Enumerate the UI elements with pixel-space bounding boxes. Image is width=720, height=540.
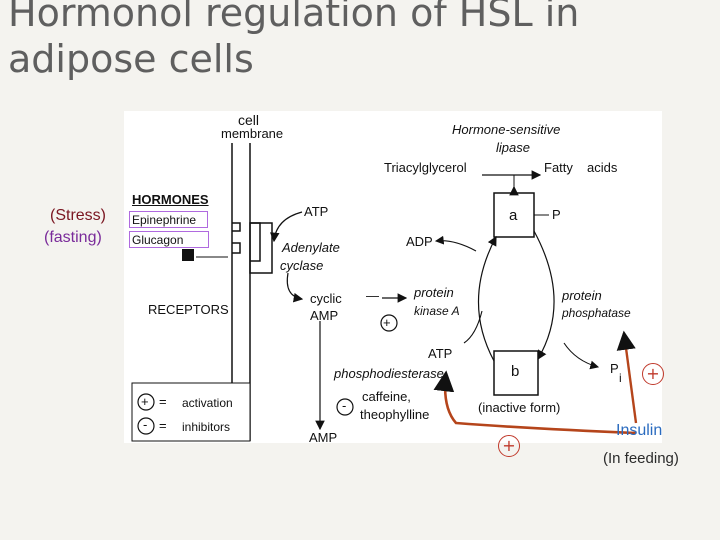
pi-release-arrow <box>563 342 600 370</box>
insulin-label: Insulin <box>616 422 663 439</box>
camp-amp-label: AMP <box>310 308 339 323</box>
insulin-to-pde-arrow <box>433 370 637 435</box>
box-b-label: b <box>511 363 520 380</box>
stress-label: (Stress) <box>50 207 106 224</box>
kinase-plus-sign: + <box>383 315 391 330</box>
phosphatase-activation-plus: + <box>642 363 664 385</box>
legend-activation-label: activation <box>182 396 233 410</box>
title-line-1: Hormonol regulation of HSL in <box>8 0 580 35</box>
membrane-label: membrane <box>221 126 284 141</box>
cell-label: cell <box>238 112 260 128</box>
legend-activation-sign: + <box>141 394 149 409</box>
title-line-2: adipose cells <box>8 37 254 81</box>
bound-hormone <box>182 249 194 261</box>
b-to-a-kinase-arrow <box>477 235 497 362</box>
epinephrine-label: Epinephrine <box>132 213 197 227</box>
phosphate-p-label: P <box>552 207 561 222</box>
amp-bottom-label: AMP <box>309 430 338 445</box>
inhibit-dash: — <box>366 288 379 303</box>
atp-adp-kinase-arrow <box>434 235 477 252</box>
protein-kinase-label-2: kinase A <box>414 304 460 318</box>
fatty-label: Fatty <box>544 160 573 175</box>
glucagon-label: Glucagon <box>132 233 184 247</box>
acids-label: acids <box>587 160 618 175</box>
legend-inhibitors-sign: - <box>143 417 148 432</box>
atp-mid-label: ATP <box>428 346 453 361</box>
inactive-form-label: (inactive form) <box>478 400 561 415</box>
hsl-regulation-figure: cell membrane Hormone-sensitive lipase T… <box>124 111 662 445</box>
caffeine-label: caffeine, <box>362 389 411 404</box>
in-feeding-label: (In feeding) <box>603 450 679 467</box>
atp-kinase-input <box>463 310 483 344</box>
pde-activation-plus: + <box>498 435 520 457</box>
pi-p-label: P <box>610 361 619 376</box>
insulin-to-phosphatase-arrow <box>616 330 638 424</box>
cyclase-label: cyclase <box>280 258 324 273</box>
kinase-plus-circle <box>380 314 398 332</box>
legend-activation-equals: = <box>159 394 167 409</box>
receptors-label: RECEPTORS <box>148 302 229 317</box>
cyclase-to-camp-arrow <box>286 272 304 303</box>
theophylline-label: theophylline <box>360 407 430 422</box>
receptor-shape <box>232 222 261 262</box>
protein-phosphatase-label-1: protein <box>562 288 602 303</box>
caffeine-minus-circle <box>336 398 354 416</box>
adenylate-cyclase-block <box>249 222 273 274</box>
box-a-label: a <box>509 207 518 224</box>
legend-inhibitors-label: inhibitors <box>182 420 231 434</box>
atp-top-label: ATP <box>304 204 329 219</box>
slide-title: Hormonol regulation of HSL in adipose ce… <box>8 0 708 82</box>
triacylglycerol-label: Triacylglycerol <box>384 160 467 175</box>
adp-label: ADP <box>406 234 433 249</box>
glucagon-highlight-box <box>129 231 209 248</box>
caffeine-minus-sign: - <box>342 398 347 413</box>
legend-activation-circle <box>137 393 155 411</box>
hormones-label: HORMONES <box>132 192 209 207</box>
phosphodiesterase-label: phosphodiesterase <box>334 366 444 381</box>
legend-inhibitors-equals: = <box>159 418 167 433</box>
epinephrine-highlight-box <box>129 211 208 228</box>
protein-phosphatase-label-2: phosphatase <box>562 306 631 320</box>
pi-i-label: i <box>619 371 622 385</box>
protein-kinase-label-1: protein <box>414 285 454 300</box>
lipase-label: lipase <box>496 140 530 155</box>
cyclic-label: cyclic <box>310 291 342 306</box>
box-b <box>493 350 539 396</box>
legend-inhibitors-circle <box>137 417 155 435</box>
a-to-b-phosphatase-arrow <box>533 230 555 361</box>
hormone-sensitive-label: Hormone-sensitive <box>452 122 561 137</box>
adenylate-label: Adenylate <box>282 240 340 255</box>
atp-to-cyclase-arrow <box>269 211 303 243</box>
figure-drawing <box>131 143 638 442</box>
fasting-label: (fasting) <box>44 229 102 246</box>
